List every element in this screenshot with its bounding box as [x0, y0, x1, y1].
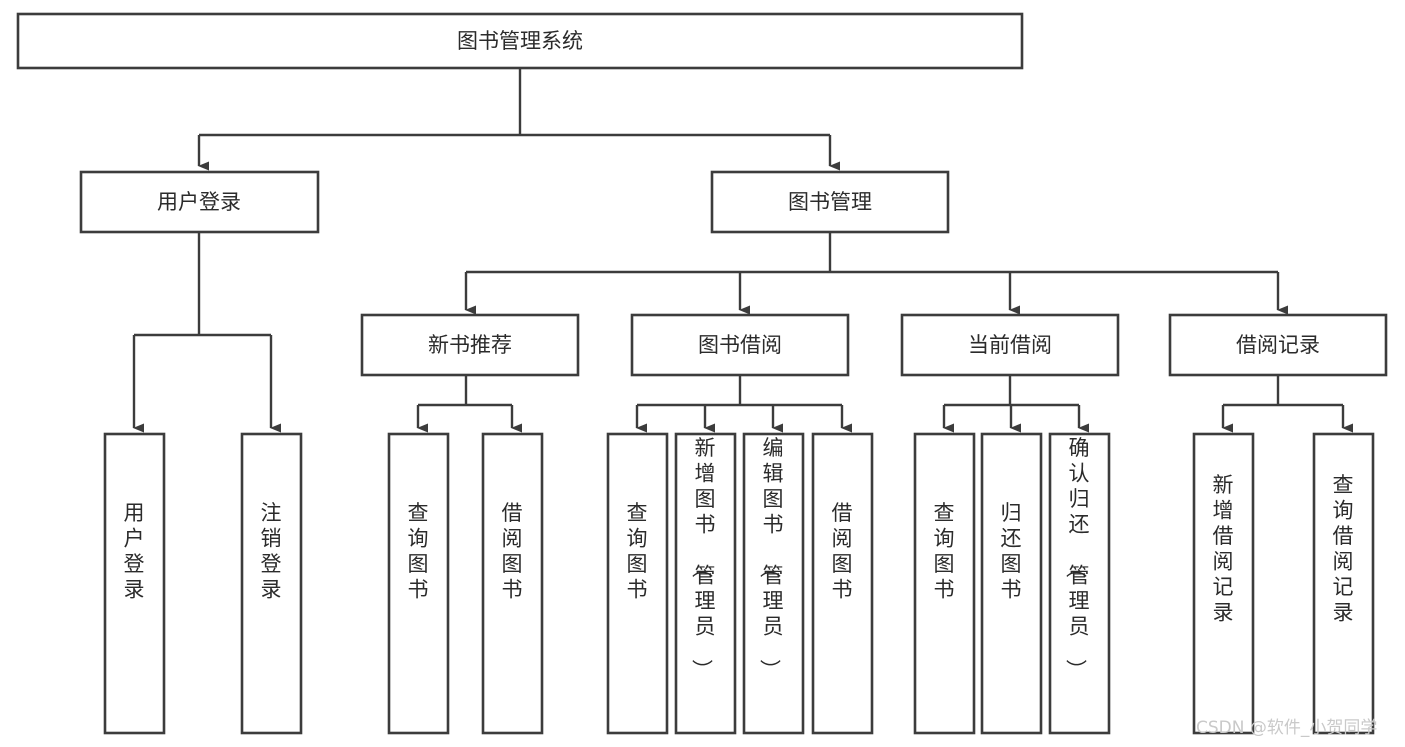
leaf-user-login-2[interactable]: 注销登录	[240, 432, 303, 735]
leaf-book-borrow-4[interactable]: 借阅图书	[811, 432, 874, 735]
leaf-current-borrow-3[interactable]: 确认归还（管理员）	[1048, 432, 1111, 735]
leaf-borrow-records-1-label: 新增借阅记录	[1213, 473, 1234, 625]
leaf-new-book-2-label: 借阅图书	[502, 501, 523, 602]
leaf-current-borrow-2-label: 归还图书	[1001, 501, 1022, 602]
connector-layer	[132, 68, 1353, 433]
leaf-new-book-1-box[interactable]	[387, 432, 450, 735]
node-root-label: 图书管理系统	[457, 29, 583, 53]
leaf-new-book-2[interactable]: 借阅图书	[481, 432, 544, 735]
node-new-book-recommend-label: 新书推荐	[428, 333, 512, 357]
leaf-book-borrow-3-label: 编辑图书（管理员）	[758, 436, 784, 680]
leaf-current-borrow-1-label: 查询图书	[934, 501, 955, 602]
leaf-book-borrow-2-label: 新增图书（管理员）	[690, 436, 716, 680]
leaf-user-login-2-box[interactable]	[240, 432, 303, 735]
node-current-borrow-label: 当前借阅	[968, 333, 1052, 357]
leaf-borrow-records-2-box[interactable]	[1312, 432, 1375, 735]
node-current-borrow[interactable]: 当前借阅	[900, 313, 1120, 377]
leaf-current-borrow-3-box[interactable]	[1048, 432, 1111, 735]
node-root[interactable]: 图书管理系统	[16, 12, 1024, 70]
leaf-current-borrow-1-box[interactable]	[913, 432, 976, 735]
node-user-login[interactable]: 用户登录	[79, 170, 320, 234]
node-borrow-records[interactable]: 借阅记录	[1168, 313, 1388, 377]
node-book-management-box[interactable]	[710, 170, 950, 234]
node-new-book-recommend-box[interactable]	[360, 313, 580, 377]
node-user-login-label: 用户登录	[157, 190, 241, 214]
leaf-new-book-1[interactable]: 查询图书	[387, 432, 450, 735]
leaf-book-borrow-4-label: 借阅图书	[832, 501, 853, 602]
node-borrow-records-box[interactable]	[1168, 313, 1388, 377]
node-book-management-label: 图书管理	[788, 190, 872, 214]
leaf-book-borrow-2-box[interactable]	[674, 432, 737, 735]
leaf-user-login-1-box[interactable]	[103, 432, 166, 735]
leaf-book-borrow-1-box[interactable]	[606, 432, 669, 735]
leaf-current-borrow-2[interactable]: 归还图书	[980, 432, 1043, 735]
leaf-current-borrow-1[interactable]: 查询图书	[913, 432, 976, 735]
leaf-book-borrow-1-label: 查询图书	[627, 501, 648, 602]
leaf-borrow-records-1-box[interactable]	[1192, 432, 1255, 735]
leaf-book-borrow-3-box[interactable]	[742, 432, 805, 735]
leaf-book-borrow-1[interactable]: 查询图书	[606, 432, 669, 735]
leaf-user-login-1-label: 用户登录	[124, 501, 145, 602]
node-user-login-box[interactable]	[79, 170, 320, 234]
leaf-user-login-2-label: 注销登录	[261, 501, 282, 602]
node-book-borrow-box[interactable]	[630, 313, 850, 377]
leaf-borrow-records-2-label: 查询借阅记录	[1333, 473, 1354, 625]
leaf-current-borrow-3-label: 确认归还（管理员）	[1064, 436, 1090, 680]
leaf-book-borrow-2[interactable]: 新增图书（管理员）	[674, 432, 737, 735]
leaf-borrow-records-2[interactable]: 查询借阅记录	[1312, 432, 1375, 735]
leaf-user-login-1[interactable]: 用户登录	[103, 432, 166, 735]
node-new-book-recommend[interactable]: 新书推荐	[360, 313, 580, 377]
leaf-book-borrow-4-box[interactable]	[811, 432, 874, 735]
leaf-new-book-2-box[interactable]	[481, 432, 544, 735]
leaf-borrow-records-1[interactable]: 新增借阅记录	[1192, 432, 1255, 735]
leaf-book-borrow-3[interactable]: 编辑图书（管理员）	[742, 432, 805, 735]
node-book-borrow[interactable]: 图书借阅	[630, 313, 850, 377]
node-book-management[interactable]: 图书管理	[710, 170, 950, 234]
node-book-borrow-label: 图书借阅	[698, 333, 782, 357]
csdn-watermark: CSDN @软件_小贺同学	[1196, 718, 1377, 738]
node-borrow-records-label: 借阅记录	[1236, 333, 1320, 357]
leaf-new-book-1-label: 查询图书	[408, 501, 429, 602]
leaf-current-borrow-2-box[interactable]	[980, 432, 1043, 735]
node-root-box[interactable]	[16, 12, 1024, 70]
node-current-borrow-box[interactable]	[900, 313, 1120, 377]
